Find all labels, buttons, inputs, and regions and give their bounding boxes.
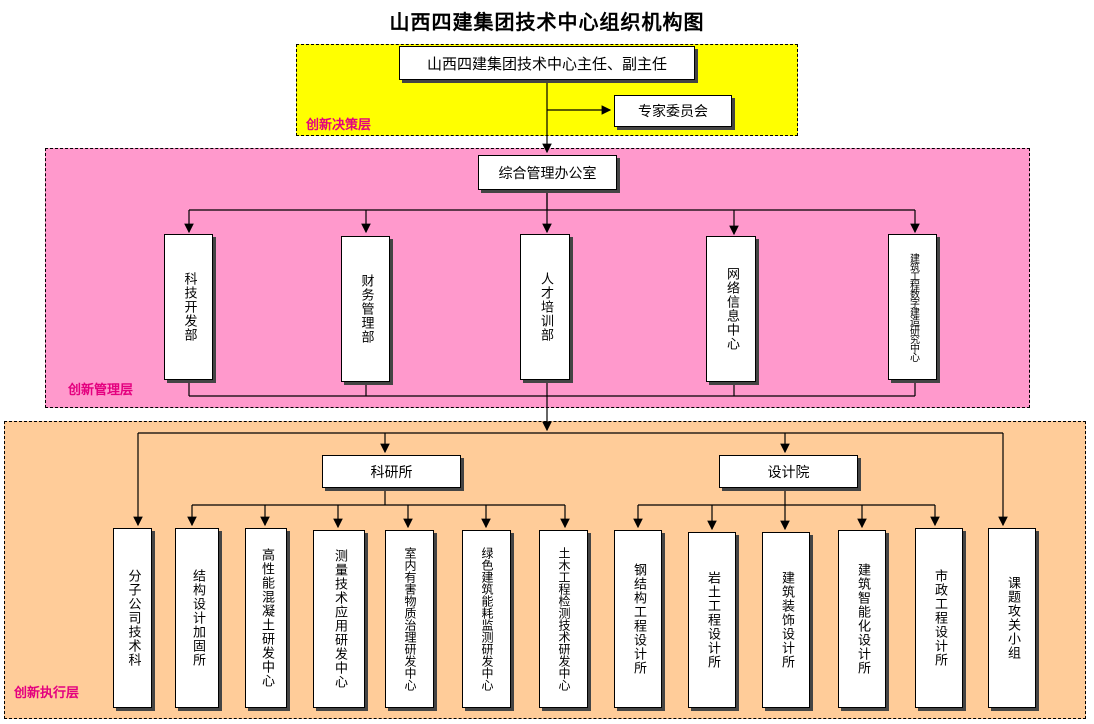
mgmt-dept-tech-development: 科技开发部 [164, 234, 213, 380]
exec-task-force: 课题攻关小组 [988, 528, 1036, 708]
exec-research-unit-6: 土木工程检测技术研发中心 [539, 530, 588, 708]
exec-research-unit-4: 室内有害物质治理研发中心 [385, 530, 434, 708]
expert-committee-box: 专家委员会 [614, 95, 732, 127]
exec-design-unit-5: 市政工程设计所 [915, 528, 963, 708]
layer-decision-label: 创新决策层 [306, 118, 372, 133]
layer-execution-label: 创新执行层 [14, 686, 80, 701]
exec-research-unit-3: 测量技术应用研发中心 [313, 530, 365, 708]
exec-design-unit-3: 建筑装饰设计所 [762, 532, 810, 708]
director-box: 山西四建集团技术中心主任、副主任 [399, 46, 695, 80]
exec-subsidiary-tech: 分子公司技术科 [113, 528, 152, 708]
exec-research-unit-1: 结构设计加固所 [175, 528, 219, 708]
exec-design-unit-2: 岩土工程设计所 [688, 532, 736, 708]
chart-title: 山西四建集团技术中心组织机构图 [389, 10, 705, 34]
mgmt-dept-digital-construction: 建筑工程数字建造研究中心 [888, 234, 937, 380]
layer-management-label: 创新管理层 [68, 383, 134, 398]
exec-design-unit-1: 钢结构工程设计所 [614, 530, 662, 708]
exec-design-unit-4: 建筑智能化设计所 [838, 530, 886, 708]
exec-research-unit-2: 高性能混凝土研发中心 [245, 528, 287, 708]
mgmt-dept-finance: 财务管理部 [341, 236, 390, 382]
design-institute-box: 设计院 [719, 455, 858, 488]
research-institute-box: 科研所 [322, 455, 461, 488]
general-office-box: 综合管理办公室 [478, 155, 617, 190]
exec-research-unit-5: 绿色建筑能耗监测研发中心 [462, 530, 511, 708]
mgmt-dept-network-info: 网络信息中心 [706, 236, 756, 382]
mgmt-dept-training: 人才培训部 [520, 234, 570, 380]
